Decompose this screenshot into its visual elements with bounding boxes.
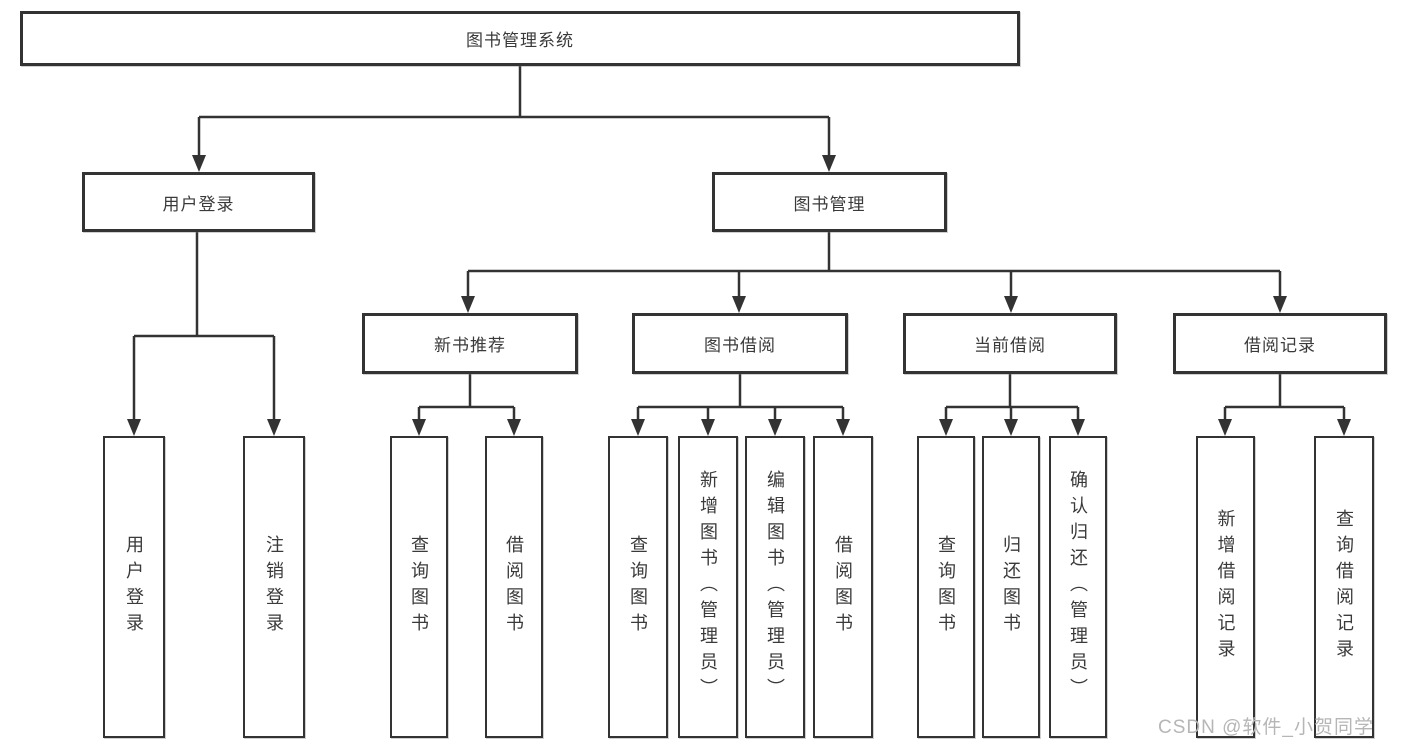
leaf-borrow-books-label: 借阅图书 <box>833 535 853 639</box>
node-new-book-recommend: 新书推荐 <box>362 313 578 374</box>
node-borrow-records: 借阅记录 <box>1173 313 1387 374</box>
node-root: 图书管理系统 <box>20 11 1020 66</box>
leaf-borrow-books-label: 借阅图书 <box>504 535 524 639</box>
leaf-add-books-admin: 新增图书（管理员） <box>678 436 738 738</box>
leaf-query-books-label: 查询图书 <box>628 535 648 639</box>
leaf-query-borrow-record: 查询借阅记录 <box>1314 436 1374 738</box>
leaf-add-books-admin-label: 新增图书（管理员） <box>698 470 718 704</box>
leaf-return-books-label: 归还图书 <box>1001 535 1021 639</box>
leaf-borrow-books: 借阅图书 <box>813 436 873 738</box>
leaf-return-books: 归还图书 <box>982 436 1040 738</box>
node-root-label: 图书管理系统 <box>466 31 574 50</box>
leaf-query-books: 查询图书 <box>390 436 448 738</box>
leaf-query-books: 查询图书 <box>608 436 668 738</box>
leaf-query-books-label: 查询图书 <box>936 535 956 639</box>
leaf-edit-books-admin-label: 编辑图书（管理员） <box>765 470 785 704</box>
leaf-user-login: 用户登录 <box>103 436 165 738</box>
leaf-logout-label: 注销登录 <box>264 535 284 639</box>
node-user-login-label: 用户登录 <box>162 194 235 214</box>
leaf-add-borrow-record-label: 新增借阅记录 <box>1215 509 1236 665</box>
leaf-add-borrow-record: 新增借阅记录 <box>1196 436 1255 738</box>
leaf-query-books-label: 查询图书 <box>409 535 429 639</box>
node-book-borrow: 图书借阅 <box>632 313 848 374</box>
node-user-login: 用户登录 <box>82 172 315 232</box>
node-book-borrow-label: 图书借阅 <box>704 336 776 355</box>
node-current-borrow-label: 当前借阅 <box>974 336 1046 355</box>
node-book-management-label: 图书管理 <box>793 194 866 214</box>
leaf-confirm-return-admin-label: 确认归还（管理员） <box>1068 470 1088 704</box>
leaf-edit-books-admin: 编辑图书（管理员） <box>745 436 805 738</box>
node-new-book-recommend-label: 新书推荐 <box>434 336 506 355</box>
leaf-logout: 注销登录 <box>243 436 305 738</box>
watermark: CSDN @软件_小贺同学 <box>1158 717 1374 738</box>
leaf-query-books: 查询图书 <box>917 436 975 738</box>
leaf-user-login-label: 用户登录 <box>124 535 144 639</box>
leaf-confirm-return-admin: 确认归还（管理员） <box>1049 436 1107 738</box>
node-book-management: 图书管理 <box>712 172 947 232</box>
leaf-query-borrow-record-label: 查询借阅记录 <box>1334 509 1354 665</box>
leaf-borrow-books: 借阅图书 <box>485 436 543 738</box>
node-current-borrow: 当前借阅 <box>903 313 1117 374</box>
node-borrow-records-label: 借阅记录 <box>1244 336 1316 355</box>
